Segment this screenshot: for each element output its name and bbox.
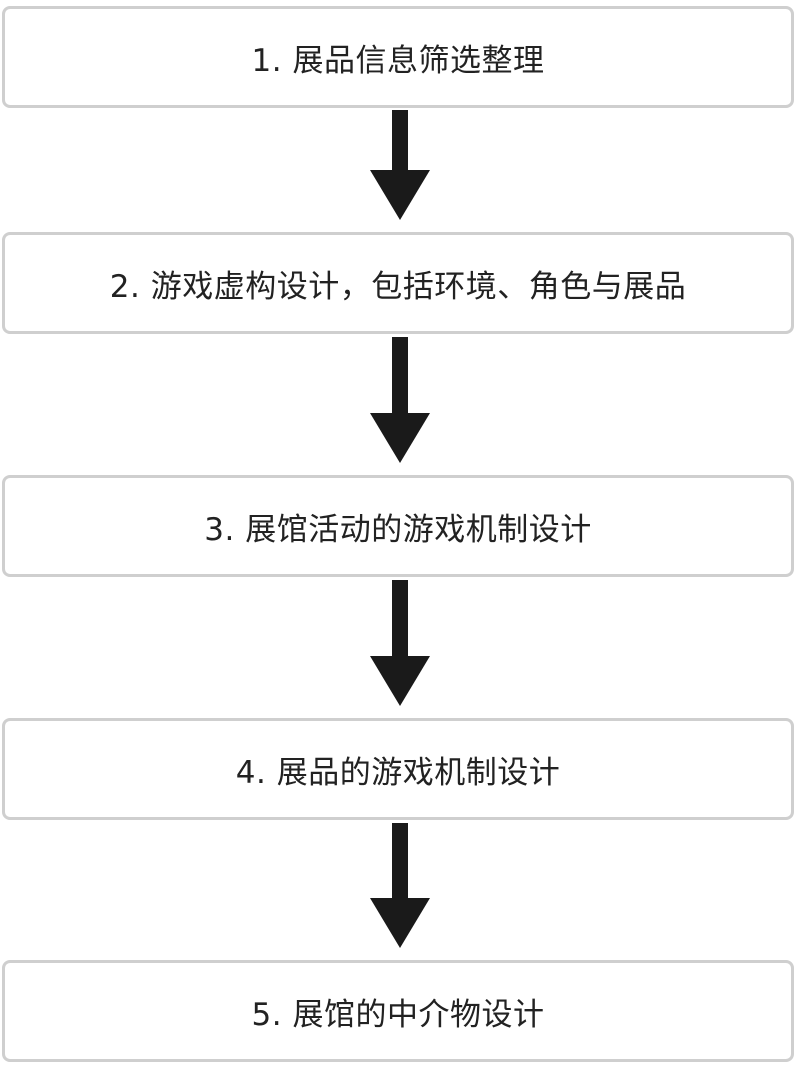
flow-step-3: 3. 展馆活动的游戏机制设计 xyxy=(2,475,794,577)
flow-step-label: 5. 展馆的中介物设计 xyxy=(251,996,545,1033)
flow-step-1: 1. 展品信息筛选整理 xyxy=(2,6,794,108)
flow-step-4: 4. 展品的游戏机制设计 xyxy=(2,718,794,820)
flow-step-label: 3. 展馆活动的游戏机制设计 xyxy=(204,511,592,548)
flow-step-label: 1. 展品信息筛选整理 xyxy=(251,42,545,79)
down-arrow-icon xyxy=(366,110,434,222)
down-arrow-icon xyxy=(366,823,434,950)
flow-step-2: 2. 游戏虚构设计，包括环境、角色与展品 xyxy=(2,232,794,334)
flow-step-5: 5. 展馆的中介物设计 xyxy=(2,960,794,1062)
down-arrow-icon xyxy=(366,580,434,708)
flow-step-label: 4. 展品的游戏机制设计 xyxy=(235,754,561,791)
down-arrow-icon xyxy=(366,337,434,465)
flow-step-label: 2. 游戏虚构设计，包括环境、角色与展品 xyxy=(109,268,687,305)
